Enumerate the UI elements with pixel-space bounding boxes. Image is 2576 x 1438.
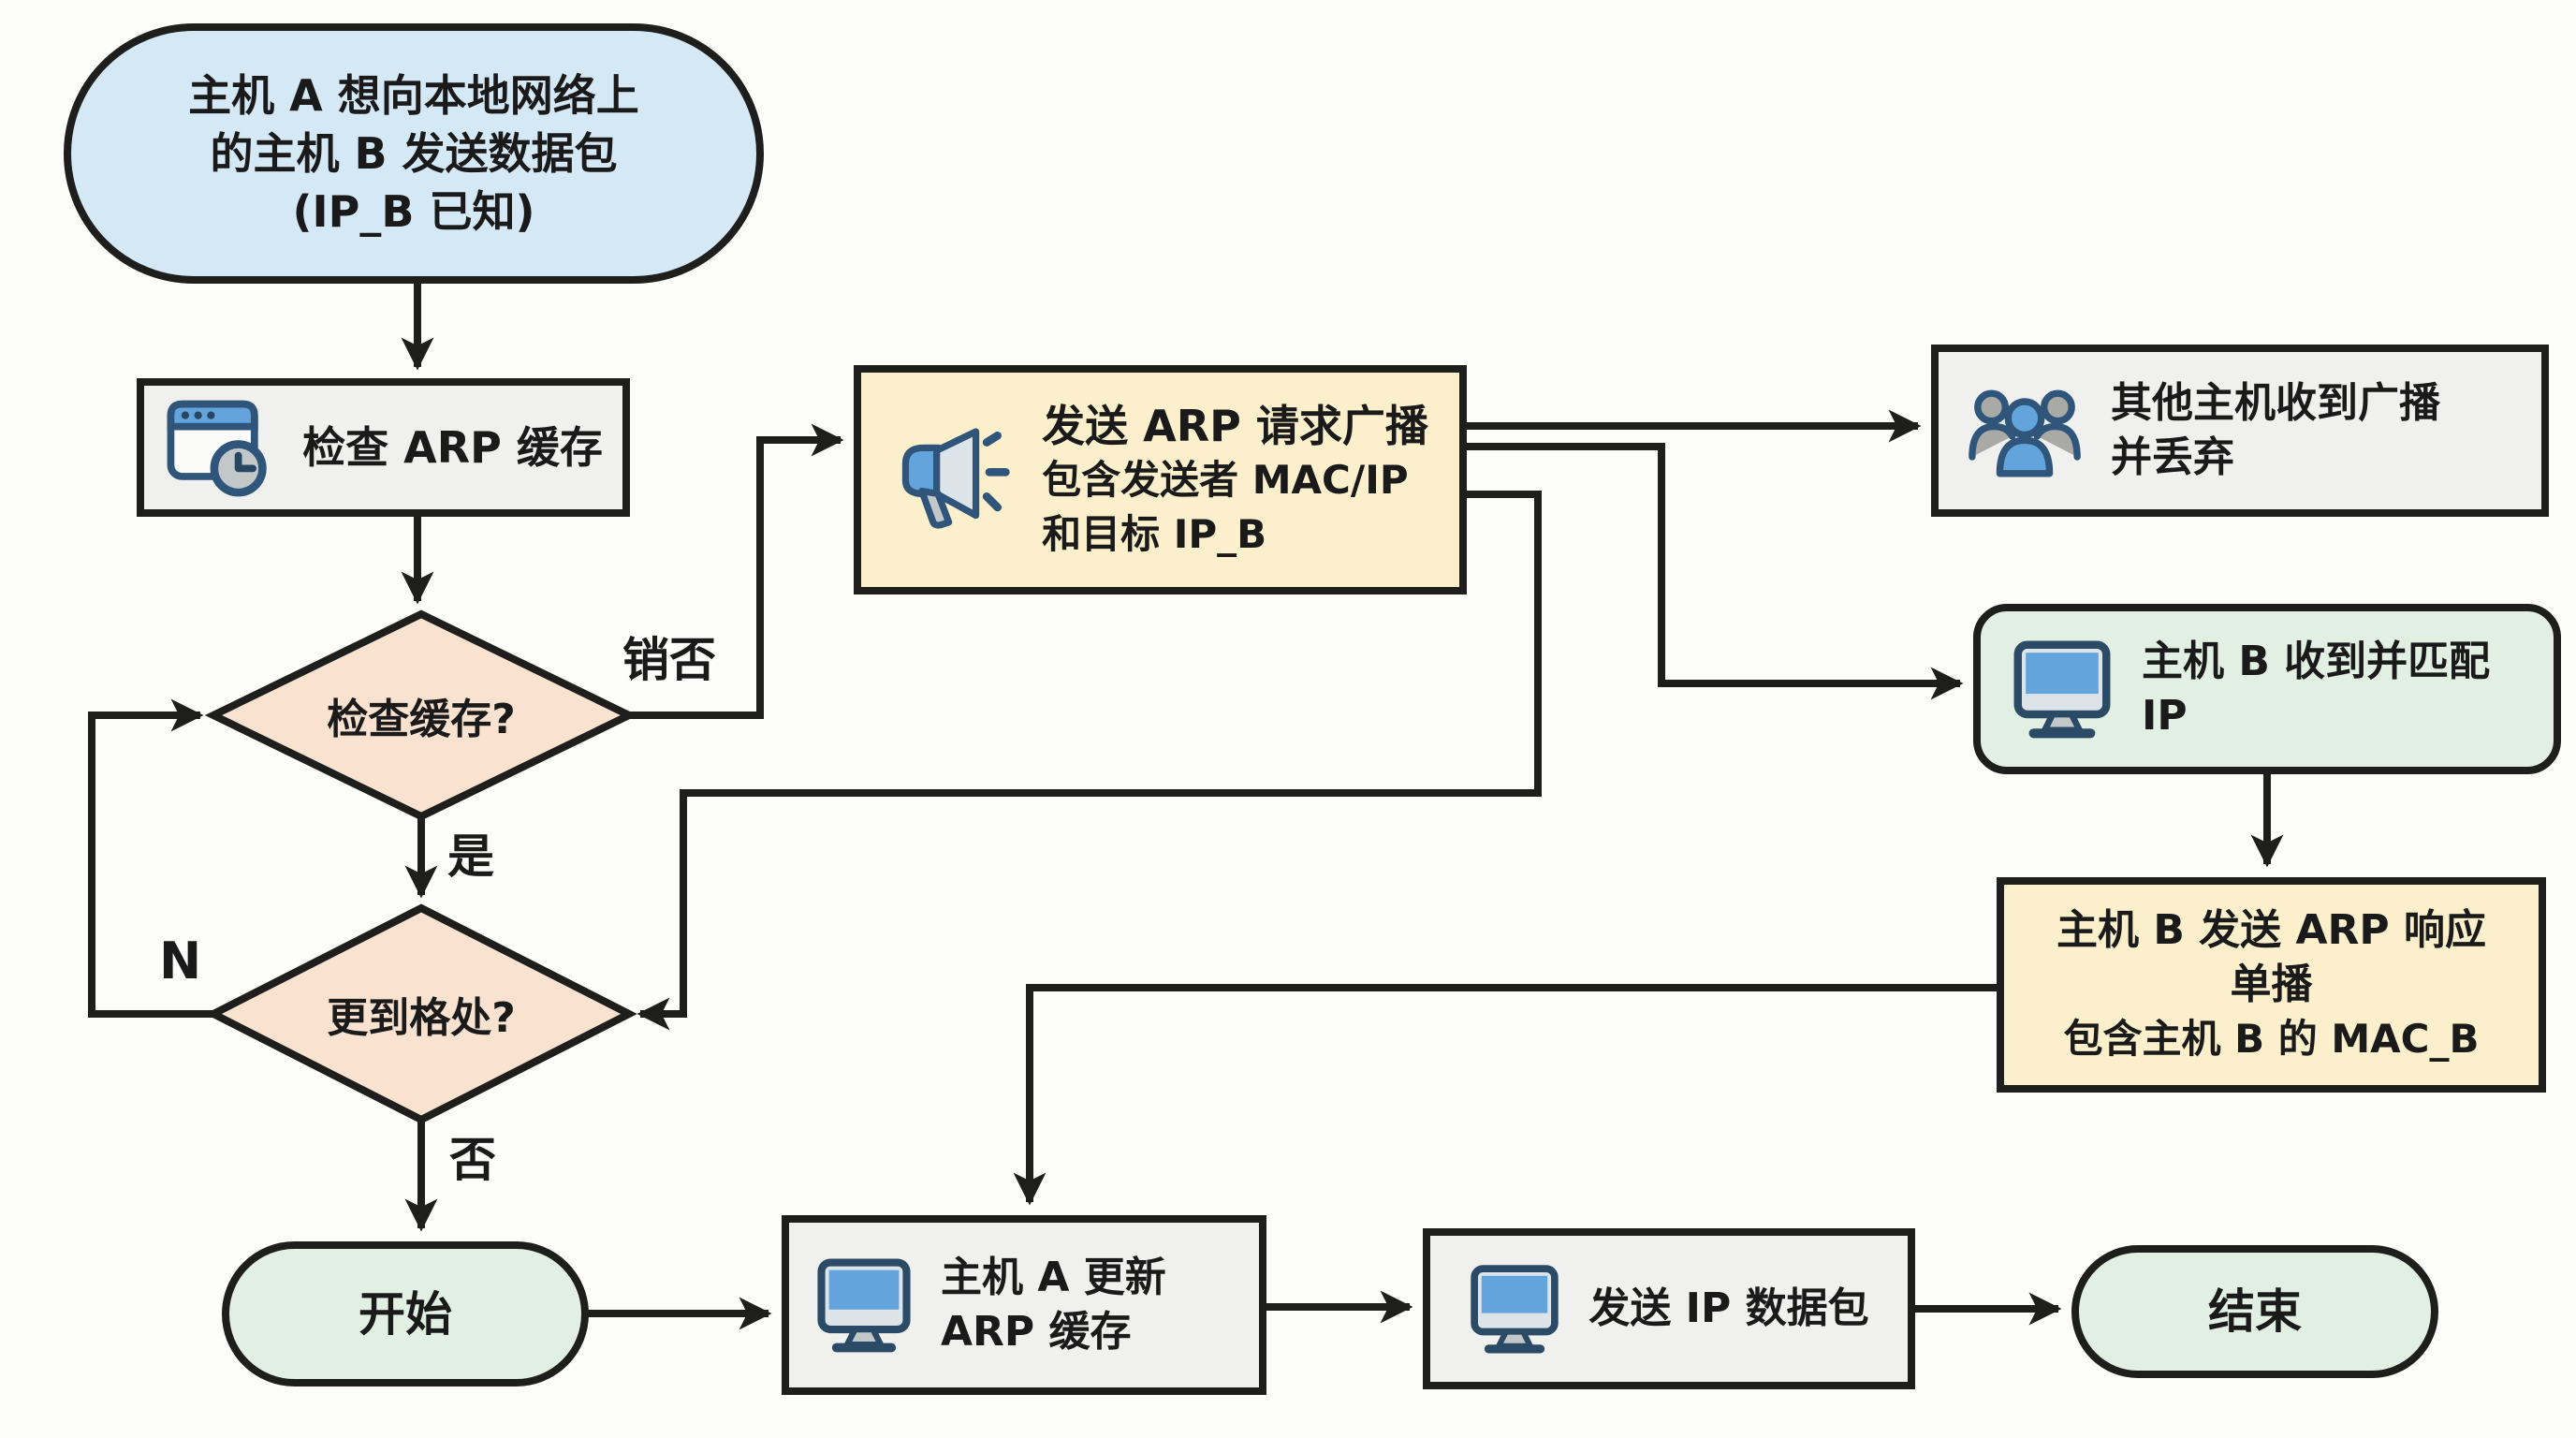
node-end: 结束: [2071, 1245, 2438, 1378]
node-host-b-match: 主机 B 收到并匹配 IP: [1973, 604, 2561, 774]
monitor-icon: [1469, 1262, 1560, 1356]
monitor-icon: [815, 1256, 913, 1354]
edge-request-to-decision2: [637, 491, 1542, 1031]
text-line: 其他主机收到广播: [2111, 379, 2440, 427]
node-update-arp-cache: 主机 A 更新 ARP 缓存: [782, 1215, 1266, 1395]
node-other-hosts-text: 其他主机收到广播 并丢弃: [2111, 376, 2440, 485]
node-arp-reply-text: 主机 B 发送 ARP 响应 单播 包含主机 B 的 MAC_B: [2056, 903, 2486, 1066]
text-line: 发送 ARP 请求广播: [1042, 400, 1428, 451]
text-line: 包含发送者 MAC/IP: [1042, 456, 1409, 503]
edge-reply-to-update: [1013, 984, 2003, 1206]
edge-decision2-loop-decision1: [88, 698, 220, 1018]
edge-label-n: N: [159, 932, 202, 990]
node-send-ip-packet: 发送 IP 数据包: [1423, 1228, 1915, 1389]
node-check-arp-cache: 检查 ARP 缓存: [137, 378, 630, 517]
node-start-text: 主机 A 想向本地网络上 的主机 B 发送数据包 (IP_B 已知): [188, 66, 639, 241]
text-line: 检查缓存?: [327, 696, 516, 743]
node-start: 主机 A 想向本地网络上 的主机 B 发送数据包 (IP_B 已知): [64, 23, 764, 284]
node-arp-request-text: 发送 ARP 请求广播 包含发送者 MAC/IP 和目标 IP_B: [1042, 399, 1428, 562]
text-line: 和目标 IP_B: [1042, 510, 1267, 557]
text-line: ARP 缓存: [941, 1308, 1132, 1356]
text-line: 主机 B 收到并匹配: [2142, 638, 2491, 685]
node-send-ip-text: 发送 IP 数据包: [1588, 1284, 1869, 1332]
text-line: 主机 A 想向本地网络上: [188, 70, 639, 121]
decision-check-cache-label: 检查缓存?: [213, 614, 629, 816]
edge-label-yes: 是: [447, 829, 494, 884]
decision-update-label: 更到格处?: [213, 908, 629, 1120]
text-line: 单播: [2230, 961, 2313, 1008]
text-line: 主机 A 更新: [941, 1254, 1166, 1301]
megaphone-icon: [892, 425, 1014, 536]
text-line: (IP_B 已知): [292, 186, 535, 237]
people-icon: [1967, 378, 2083, 483]
node-arp-request-broadcast: 发送 ARP 请求广播 包含发送者 MAC/IP 和目标 IP_B: [854, 365, 1467, 594]
node-check-arp-cache-text: 检查 ARP 缓存: [302, 422, 603, 473]
browser-clock-icon: [164, 396, 274, 499]
decision-check-cache-shape: [204, 609, 638, 821]
text-line: IP: [2142, 692, 2188, 740]
node-other-hosts-discard: 其他主机收到广播 并丢弃: [1931, 345, 2549, 517]
node-update-arp-cache-text: 主机 A 更新 ARP 缓存: [941, 1251, 1166, 1359]
node-begin: 开始: [222, 1241, 589, 1387]
monitor-icon: [2011, 638, 2114, 740]
edge-label-cache-miss: 销否: [622, 633, 716, 687]
node-begin-text: 开始: [359, 1286, 452, 1342]
text-line: 包含主机 B 的 MAC_B: [2063, 1016, 2480, 1062]
node-arp-reply-unicast: 主机 B 发送 ARP 响应 单播 包含主机 B 的 MAC_B: [1997, 877, 2546, 1093]
edge-decision1-to-request: [623, 423, 844, 719]
text-line: 并丢弃: [2111, 433, 2234, 481]
edge-label-no: 否: [449, 1133, 496, 1187]
text-line: 的主机 B 发送数据包: [210, 128, 618, 179]
text-line: 主机 B 发送 ARP 响应: [2056, 906, 2486, 954]
decision-update-shape: [205, 903, 637, 1124]
edge-request-to-hostb: [1460, 443, 1964, 700]
text-line: 更到格处?: [327, 994, 516, 1042]
node-end-text: 结束: [2208, 1284, 2302, 1339]
node-host-b-match-text: 主机 B 收到并匹配 IP: [2142, 635, 2490, 743]
